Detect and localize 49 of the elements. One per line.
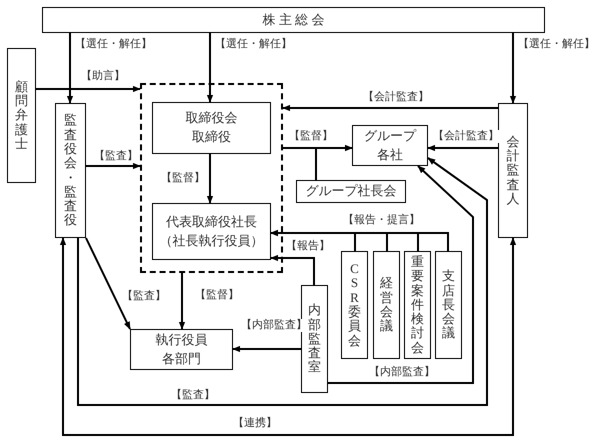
arrow <box>178 273 186 330</box>
node-text: グループ社長会 <box>306 182 396 200</box>
vertical-box <box>55 103 86 238</box>
node-text: 取締役会 <box>186 109 238 128</box>
vertical-box <box>7 48 36 183</box>
node-text: 重要案件検討会 <box>411 254 424 356</box>
arrow <box>510 33 516 104</box>
node-text: 執行役員 <box>156 330 208 349</box>
arrow <box>315 144 353 180</box>
arrow <box>86 162 141 170</box>
node-text: （社長執行役員） <box>160 232 264 250</box>
vertical-box <box>435 251 462 359</box>
vertical-box <box>301 285 328 393</box>
vertical-box <box>404 251 431 359</box>
arrow <box>77 157 488 406</box>
arrow <box>36 86 141 92</box>
box <box>296 180 406 203</box>
node-text: 監査役会・監査役 <box>64 113 77 228</box>
dashed-group-frame <box>140 83 283 273</box>
arrow <box>206 33 214 103</box>
arrow <box>232 346 301 352</box>
node-text: 代表取締役社長 <box>166 212 257 231</box>
arrow <box>206 154 214 204</box>
node-text: 株 主 総 会 <box>262 10 324 29</box>
node-text: 取締役 <box>192 128 231 146</box>
arrow <box>270 230 449 251</box>
box <box>152 203 271 260</box>
node-text: 内部監査室 <box>308 303 321 375</box>
node-text: 支店長会議 <box>442 269 455 341</box>
arrow <box>282 104 498 112</box>
arrow <box>60 237 516 436</box>
node-text: 顧問弁護士 <box>15 80 28 152</box>
vertical-box <box>498 103 528 238</box>
arrow <box>66 33 74 104</box>
box <box>42 7 545 33</box>
node-text: 会計監査人 <box>506 134 520 206</box>
node-text: 各部門 <box>162 350 201 368</box>
node-text: CSR委員会 <box>348 262 361 348</box>
arrow <box>328 165 474 384</box>
box <box>352 125 428 166</box>
arrow <box>270 254 315 285</box>
arrow <box>427 144 498 152</box>
box <box>152 102 271 154</box>
arrow <box>85 238 131 330</box>
vertical-box <box>373 251 400 359</box>
node-text: グループ各社 <box>363 126 418 164</box>
box <box>130 329 233 370</box>
vertical-box <box>341 251 368 359</box>
node-text: 経営会議 <box>380 276 393 334</box>
